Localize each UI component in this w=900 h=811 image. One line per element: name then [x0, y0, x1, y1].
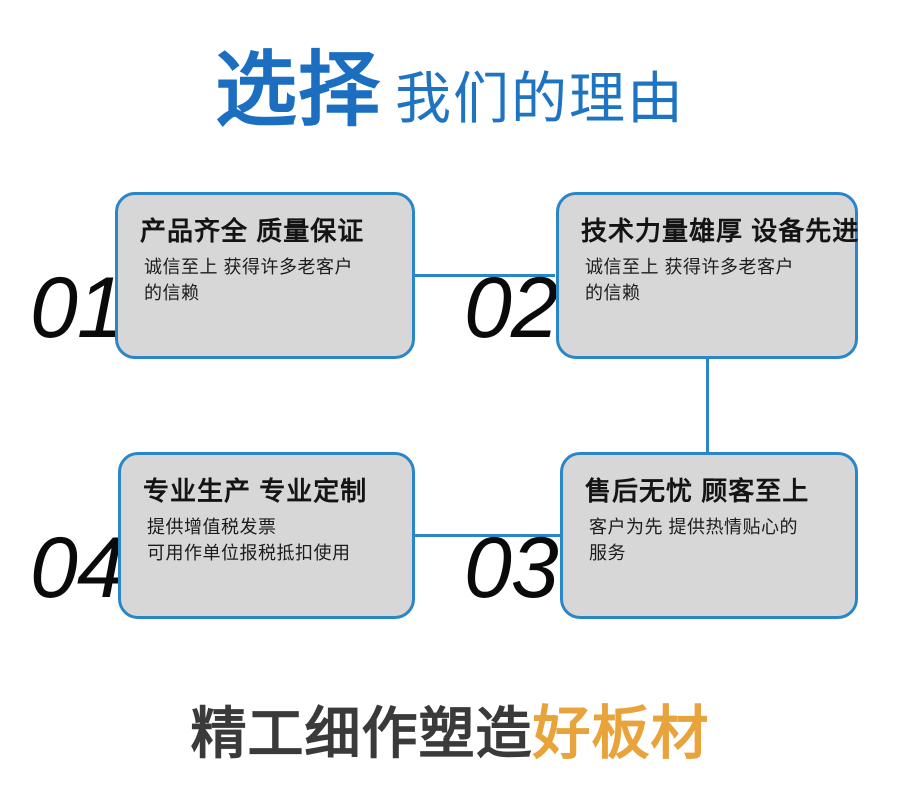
connector-01-to-02 [415, 274, 555, 277]
feature-card-03-body-line-2: 服务 [589, 542, 626, 563]
feature-card-02-body-line-1: 诚信至上 获得许多老客户 [585, 256, 794, 277]
feature-card-01-title: 产品齐全 质量保证 [140, 216, 365, 246]
feature-card-03[interactable]: 售后无忧 顾客至上 客户为先 提供热情贴心的 服务 [560, 452, 858, 619]
feature-card-04-body: 提供增值税发票 可用作单位报税抵扣使用 [147, 514, 394, 566]
feature-card-03-body: 客户为先 提供热情贴心的 服务 [589, 514, 837, 566]
footer-tagline-dark: 精工细作塑造 [190, 702, 533, 765]
page-title: 选择我们的理由 [0, 50, 900, 132]
feature-card-02-body-line-2: 的信赖 [585, 282, 641, 303]
footer-tagline: 精工细作塑造好板材 [0, 705, 900, 763]
connector-04-to-03 [415, 534, 560, 537]
step-number-03: 03 [464, 520, 559, 616]
feature-card-04-body-line-1: 提供增值税发票 [147, 516, 277, 537]
feature-card-01-body: 诚信至上 获得许多老客户 的信赖 [144, 254, 394, 306]
page-title-subtext: 我们的理由 [395, 67, 685, 130]
feature-card-04-body-line-2: 可用作单位报税抵扣使用 [147, 542, 351, 563]
feature-card-02-body: 诚信至上 获得许多老客户 的信赖 [585, 254, 837, 306]
feature-card-02[interactable]: 技术力量雄厚 设备先进 诚信至上 获得许多老客户 的信赖 [556, 192, 858, 359]
feature-card-04[interactable]: 专业生产 专业定制 提供增值税发票 可用作单位报税抵扣使用 [118, 452, 415, 619]
feature-card-01[interactable]: 产品齐全 质量保证 诚信至上 获得许多老客户 的信赖 [115, 192, 415, 359]
connector-02-to-03 [706, 358, 709, 464]
feature-card-03-title: 售后无忧 顾客至上 [585, 476, 810, 506]
feature-card-03-body-line-1: 客户为先 提供热情贴心的 [589, 516, 798, 537]
footer-tagline-accent: 好板材 [532, 701, 710, 766]
step-number-01: 01 [30, 260, 125, 356]
feature-card-02-title: 技术力量雄厚 设备先进 [581, 216, 860, 246]
feature-card-04-title: 专业生产 专业定制 [143, 476, 368, 506]
feature-card-01-body-line-2: 的信赖 [144, 282, 200, 303]
step-number-02: 02 [464, 260, 559, 356]
feature-card-01-body-line-1: 诚信至上 获得许多老客户 [144, 256, 353, 277]
page-title-emphasis: 选择 [214, 45, 381, 136]
step-number-04: 04 [30, 520, 125, 616]
